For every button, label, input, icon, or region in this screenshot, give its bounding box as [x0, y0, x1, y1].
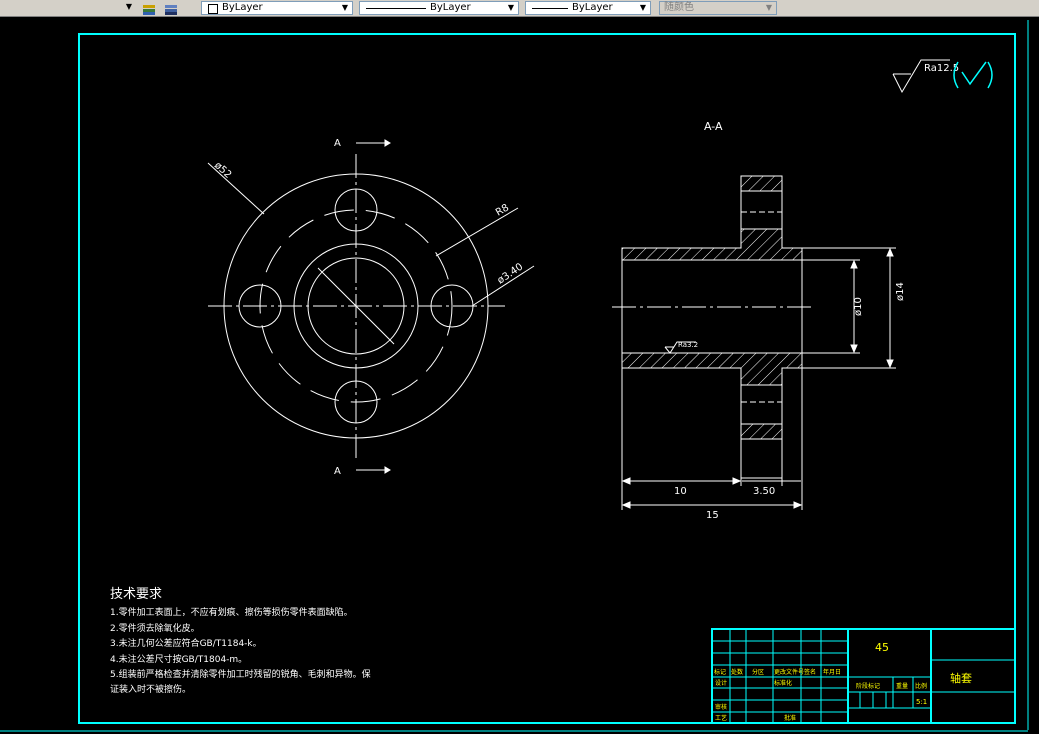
chevron-down-icon[interactable]: ▼ [639, 3, 647, 12]
front-view [207, 139, 535, 474]
layer-dropdown[interactable]: ▼ [0, 1, 136, 15]
lineweight-dropdown[interactable]: ByLayer ▼ [525, 1, 651, 15]
title-block [711, 628, 1016, 724]
linetype-value: ByLayer [430, 2, 471, 13]
dim-length-3-50: 3.50 [753, 486, 775, 497]
linetype-preview [366, 8, 426, 9]
title-block-text: 标记 处数 分区 更改文件号 签名 年月日 设计 标准化 审核 工艺 批准 阶段… [714, 668, 927, 722]
color-value: ByLayer [222, 2, 263, 13]
dim-outer-diameter: ø52 [212, 160, 233, 181]
lineweight-preview [532, 8, 568, 9]
dim-flange: ø14 [895, 282, 906, 301]
surface-finish-symbol [892, 59, 950, 94]
note-line: 4.未注公差尺寸按GB/T1804-m。 [110, 653, 247, 665]
tb-label: 处数 [731, 668, 743, 676]
plotstyle-value: 随颜色 [664, 2, 694, 13]
surface-finish-value: Ra12.5 [924, 63, 959, 74]
tb-label: 工艺 [715, 714, 727, 722]
properties-toolbar: ▼ ByLayer ▼ ByLayer ▼ ByLayer ▼ 随颜色 ▼ [0, 0, 1039, 17]
tb-label: 标准化 [774, 679, 792, 687]
tb-label: 阶段标记 [856, 682, 880, 690]
chevron-down-icon[interactable]: ▼ [341, 3, 349, 12]
layer-states-icon[interactable] [141, 1, 157, 15]
chevron-down-icon[interactable]: ▼ [125, 2, 133, 11]
tb-label: 批准 [784, 714, 796, 722]
note-line: 3.未注几何公差应符合GB/T1184-k。 [110, 637, 262, 649]
color-dropdown[interactable]: ByLayer ▼ [201, 1, 353, 15]
tb-material: 45 [875, 641, 889, 654]
drawing-canvas[interactable]: Ra12.5 ø52 R8 ø3.40 A A A-A [0, 16, 1039, 734]
note-line: 1.零件加工表面上，不应有划痕、擦伤等损伤零件表面缺陷。 [110, 606, 353, 618]
tb-part-name: 轴套 [950, 671, 972, 685]
note-line: 证装入时不被擦伤。 [110, 683, 191, 695]
tb-label: 设计 [715, 679, 727, 687]
general-finish-icon [953, 61, 993, 89]
tb-scale: 5:1 [916, 698, 927, 706]
tb-label: 年月日 [823, 668, 841, 676]
tb-label: 更改文件号 [774, 668, 804, 676]
note-line: 5.组装前严格检查并清除零件加工时残留的锐角、毛刺和异物。保 [110, 668, 371, 680]
plotstyle-dropdown: 随颜色 ▼ [659, 1, 777, 15]
tb-label: 审核 [715, 703, 727, 711]
chevron-down-icon[interactable]: ▼ [507, 3, 515, 12]
section-label-bottom: A [334, 466, 341, 477]
drawing-frame [78, 33, 1016, 724]
tb-label: 分区 [752, 668, 764, 676]
dim-bore-roughness: Ra3.2 [678, 341, 698, 349]
tb-label: 比例 [915, 682, 927, 690]
section-view [612, 175, 896, 510]
color-swatch [208, 4, 218, 14]
layer-previous-icon[interactable] [163, 1, 179, 15]
tb-label: 标记 [714, 668, 726, 676]
dim-radius: R8 [494, 202, 511, 218]
notes-list: 1.零件加工表面上，不应有划痕、擦伤等损伤零件表面缺陷。 2.零件须去除氧化皮。… [110, 606, 371, 695]
section-view-title: A-A [704, 120, 723, 133]
dim-length-15: 15 [706, 510, 719, 521]
linetype-dropdown[interactable]: ByLayer ▼ [359, 1, 519, 15]
notes-title: 技术要求 [110, 587, 162, 602]
dim-bore: ø10 [853, 297, 864, 316]
note-line: 2.零件须去除氧化皮。 [110, 622, 200, 634]
section-label-top: A [334, 138, 341, 149]
dim-length-10: 10 [674, 486, 687, 497]
chevron-down-icon: ▼ [765, 3, 773, 12]
lineweight-value: ByLayer [572, 2, 613, 13]
tb-label: 签名 [804, 668, 816, 676]
tb-label: 重量 [896, 682, 908, 690]
